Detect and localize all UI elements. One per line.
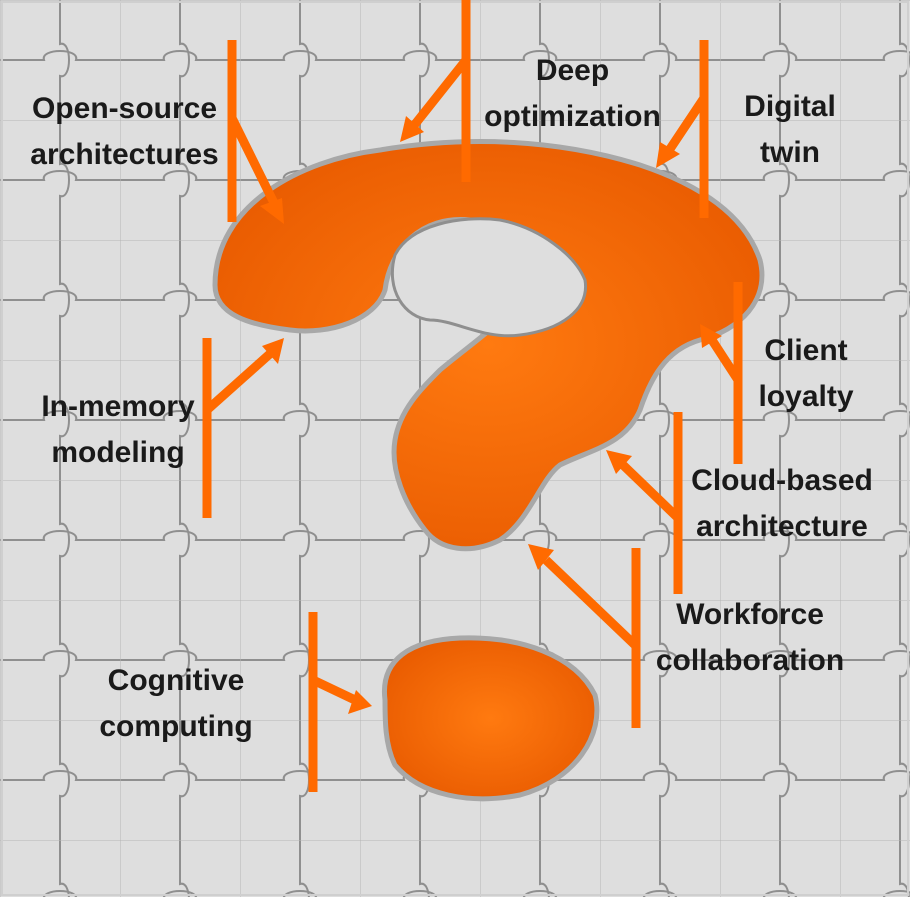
label-workforce-collaboration: Workforce collaboration	[655, 598, 845, 677]
label-cloud-based-architecture: Cloud-based architecture	[691, 464, 873, 543]
arrow-icon	[348, 690, 372, 714]
arrow-icon	[656, 142, 680, 168]
pointer-lines	[202, 0, 743, 792]
arrow-heads	[260, 116, 722, 714]
label-digital-twin: Digital twin	[744, 90, 836, 169]
label-open-source-architectures: Open-source architectures	[30, 92, 219, 171]
arrow-icon	[260, 198, 284, 224]
label-in-memory-modeling: In-memory modeling	[41, 390, 195, 469]
arrow-icon	[606, 450, 632, 474]
arrow-icon	[528, 544, 554, 570]
center-puzzle-piece	[390, 217, 588, 338]
arrow-icon	[700, 324, 722, 348]
arrow-icon	[400, 116, 424, 142]
question-mark-dot	[381, 635, 600, 802]
arrow-icon	[262, 338, 284, 364]
label-client-loyalty: Client loyalty	[758, 334, 854, 413]
label-deep-optimization: Deep optimization	[484, 54, 661, 133]
label-cognitive-computing: Cognitive computing	[99, 664, 253, 743]
